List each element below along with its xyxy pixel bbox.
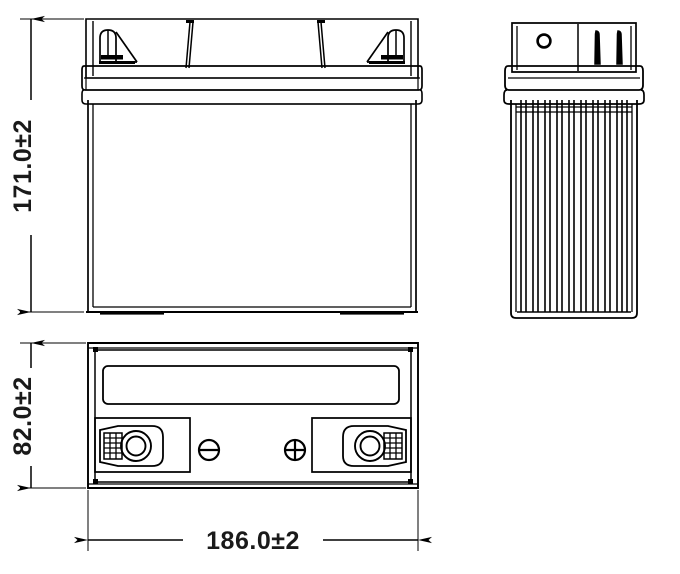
side-view-top-cover — [511, 22, 637, 73]
side-view-ribbed-case — [510, 100, 638, 319]
front-view-terminal-left — [99, 29, 138, 64]
side-view-flange-band — [504, 65, 644, 91]
dimension-height-label: 171.0±2 — [9, 119, 37, 213]
vent-hole-icon — [536, 33, 552, 49]
negative-terminal-assembly — [99, 425, 164, 467]
dimension-height — [17, 15, 84, 316]
case-ribs — [520, 100, 628, 312]
top-view-terminal-plate-right — [311, 417, 412, 473]
front-view-flange-band — [81, 65, 423, 91]
top-view-label-recess — [102, 365, 400, 405]
negative-polarity-marker — [197, 438, 221, 462]
front-view-cover-dividers — [185, 20, 326, 69]
front-view-terminal-right — [366, 29, 405, 64]
top-view-terminal-plate-left — [94, 417, 191, 473]
top-view — [87, 342, 419, 489]
dimension-depth — [17, 339, 86, 492]
front-view — [81, 18, 423, 315]
positive-polarity-marker — [283, 438, 307, 462]
dimension-width — [74, 490, 432, 551]
side-view-terminal-posts — [594, 30, 623, 65]
side-view — [503, 22, 645, 319]
dimension-depth-label: 82.0±2 — [9, 376, 37, 455]
positive-terminal-assembly — [342, 425, 407, 467]
front-view-base-feet — [86, 311, 418, 315]
dimension-width-label: 186.0±2 — [206, 527, 300, 555]
front-view-lower-band — [81, 89, 423, 105]
